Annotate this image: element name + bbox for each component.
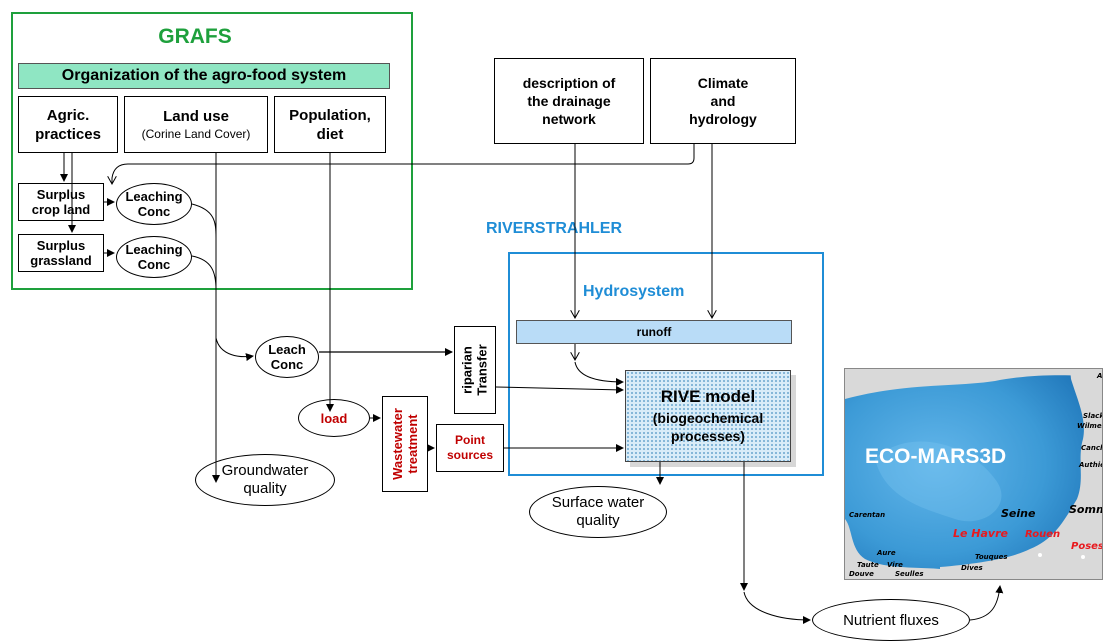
leach-conc-label: Leach Conc [268, 342, 306, 372]
land-use-box: Land use (Corine Land Cover) [124, 96, 268, 153]
rive-model-box: RIVE model (biogeochemical processes) [625, 370, 791, 462]
leach-conc-ellipse: Leach Conc [255, 336, 319, 378]
leaching-conc-label-1: Leaching Conc [125, 189, 183, 219]
map-land-north [845, 369, 1102, 399]
runoff-bar: runoff [516, 320, 792, 344]
surface-water-quality-label: Surface water quality [551, 494, 645, 529]
riverstrahler-title: RIVERSTRAHLER [486, 220, 623, 237]
surplus-cropland-box: Surplus crop land [18, 183, 104, 221]
population-diet-label: Population, diet [289, 106, 371, 143]
map-label-seine: Seine [1001, 507, 1036, 520]
drainage-network-box: description of the drainage network [494, 58, 644, 144]
arrow-riparian-to-rive [495, 385, 624, 394]
agric-practices-label: Agric. practices [35, 106, 101, 143]
surface-water-quality-ellipse: Surface water quality [529, 486, 667, 538]
point-sources-box: Point sources [436, 424, 504, 472]
arrow-leaching2-down [191, 255, 217, 291]
groundwater-quality-ellipse: Groundwater quality [195, 454, 335, 506]
climate-hydrology-label: Climate and hydrology [689, 75, 757, 127]
arrow-leaching1-down [191, 203, 217, 239]
point-sources-label: Point sources [446, 433, 494, 462]
map-shallow-zone [875, 441, 1002, 522]
hydrosystem-label: Hydrosystem [583, 283, 685, 300]
rouen-marker [1038, 553, 1042, 557]
arrow-runoff-to-rive [574, 361, 624, 386]
leaching-conc-ellipse-1: Leaching Conc [116, 183, 192, 225]
map-label-taute: Taute [857, 561, 879, 569]
map-land-southwest [845, 519, 940, 579]
map-label-le-havre: Le Havre [953, 527, 1008, 540]
surplus-grassland-label: Surplus grassland [30, 238, 92, 268]
land-use-sublabel: (Corine Land Cover) [141, 127, 251, 141]
arrow-to-nutrient-fluxes [743, 591, 811, 624]
load-label: load [320, 410, 348, 426]
map-label-canche: Canche [1081, 444, 1102, 452]
map-label-ac: Ac [1097, 372, 1103, 380]
rive-model-subtitle: (biogeochemical processes) [652, 410, 764, 444]
leaching-conc-ellipse-2: Leaching Conc [116, 236, 192, 278]
leaching-conc-label-2: Leaching Conc [125, 242, 183, 272]
map-label-authie: Authie [1079, 461, 1103, 469]
map-label-seulles: Seulles [895, 570, 924, 578]
map-label-touques: Touques [975, 553, 1008, 561]
org-header: Organization of the agro-food system [18, 63, 390, 89]
map-label-carentan: Carentan [849, 511, 886, 519]
land-use-label: Land use [163, 108, 229, 125]
map-label-douve: Douve [849, 570, 874, 578]
map-label-poses: Poses [1071, 541, 1103, 552]
map-label-vire: Vire [887, 561, 903, 569]
map-label-aure: Aure [877, 549, 896, 557]
map-label-dives: Dives [961, 564, 983, 572]
map-label-slack: Slack [1083, 412, 1103, 420]
arrow-climate-to-leaching [112, 144, 695, 184]
grafs-frame [11, 12, 413, 290]
population-diet-box: Population, diet [274, 96, 386, 153]
drainage-network-label: description of the drainage network [522, 75, 616, 127]
eco-mars3d-map: ECO-MARS3D Ac Slack Wilmereu Canche Auth… [844, 368, 1103, 580]
groundwater-quality-label: Groundwater quality [221, 462, 309, 497]
riparian-transfer-box: riparian Transfer [454, 326, 496, 414]
map-label-somme: Somme [1069, 503, 1102, 516]
grafs-title: GRAFS [158, 25, 232, 48]
surplus-cropland-label: Surplus crop land [31, 187, 91, 217]
map-land-east [940, 369, 1102, 579]
riverstrahler-frame [508, 252, 824, 476]
surplus-grassland-box: Surplus grassland [18, 234, 104, 272]
nutrient-fluxes-label: Nutrient fluxes [843, 611, 939, 629]
agric-practices-box: Agric. practices [18, 96, 118, 153]
map-title: ECO-MARS3D [865, 445, 1007, 468]
rive-model-title: RIVE model [660, 387, 756, 406]
arrow-fluxes-to-map [969, 585, 1004, 621]
map-graphic [845, 369, 1102, 579]
load-ellipse: load [298, 399, 370, 437]
map-label-rouen: Rouen [1025, 529, 1061, 540]
climate-hydrology-box: Climate and hydrology [650, 58, 796, 144]
poses-marker [1081, 555, 1085, 559]
map-label-wilmereux: Wilmereu [1077, 422, 1102, 430]
arrow-to-leach-conc [215, 337, 254, 362]
